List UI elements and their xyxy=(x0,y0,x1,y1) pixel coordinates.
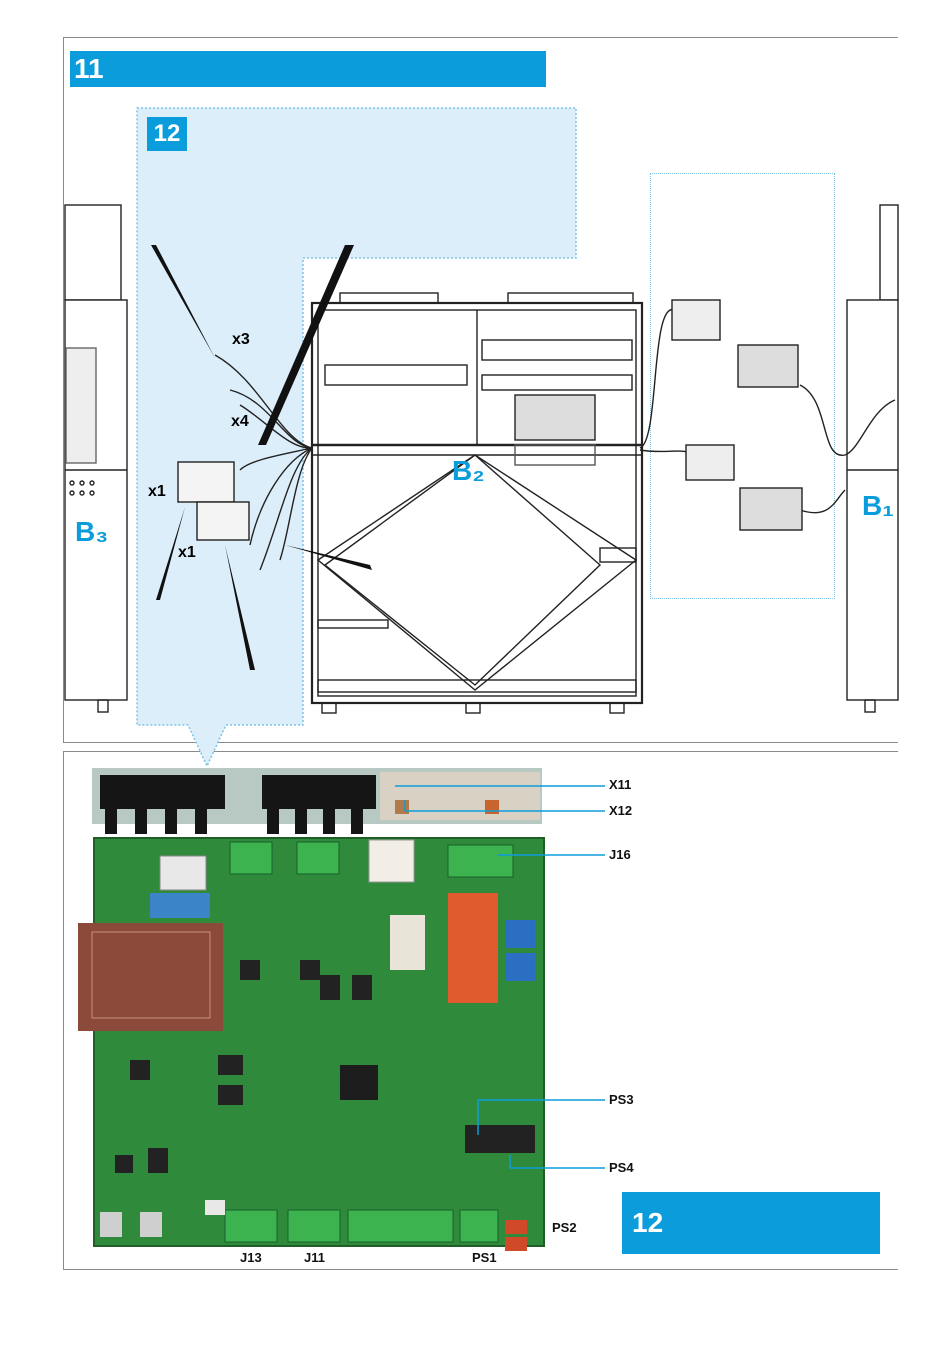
callout-j16: J16 xyxy=(609,847,631,862)
callout-ps3: PS3 xyxy=(609,1092,634,1107)
callout-j11: J11 xyxy=(304,1250,325,1265)
callout-x11: X11 xyxy=(609,777,631,792)
section-12-bar: 12 xyxy=(622,1192,880,1254)
section-12-number: 12 xyxy=(632,1207,663,1238)
callout-ps4: PS4 xyxy=(609,1160,634,1175)
callout-j13: J13 xyxy=(240,1250,262,1265)
callout-ps2: PS2 xyxy=(552,1220,577,1235)
callout-x12: X12 xyxy=(609,803,632,818)
callout-ps1: PS1 xyxy=(472,1250,497,1265)
